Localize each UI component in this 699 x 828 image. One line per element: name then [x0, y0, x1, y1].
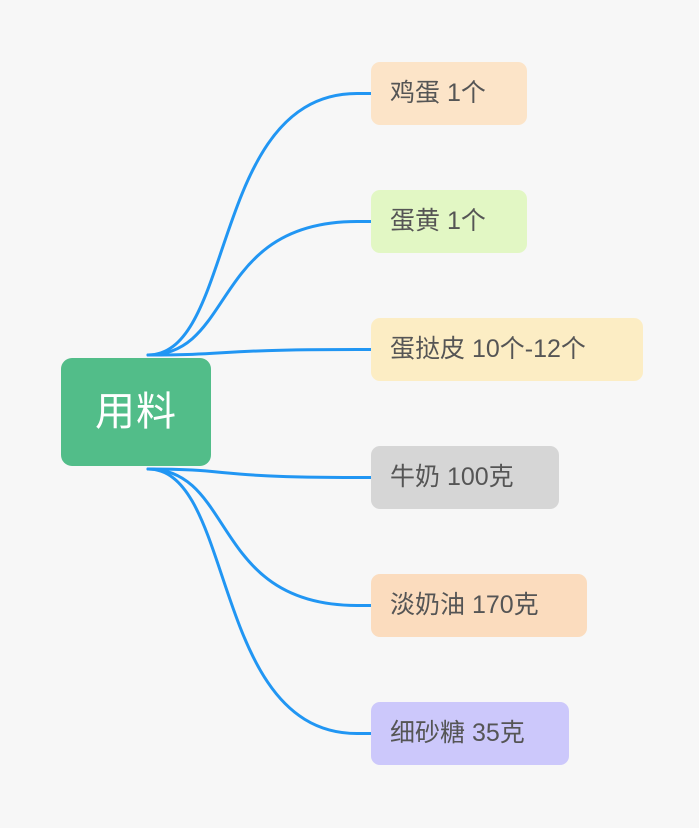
node-label: 鸡蛋 1个: [390, 79, 486, 107]
node-label: 蛋黄 1个: [390, 207, 486, 235]
node-label: 淡奶油 170克: [390, 591, 539, 619]
mindmap-node-sugar[interactable]: 细砂糖 35克: [371, 702, 569, 765]
mindmap-node-egg-yolk[interactable]: 蛋黄 1个: [371, 190, 527, 253]
node-label: 细砂糖 35克: [390, 719, 525, 747]
mindmap-node-cream[interactable]: 淡奶油 170克: [371, 574, 587, 637]
mindmap-connector: [146, 467, 375, 479]
mindmap-node-tart-shell[interactable]: 蛋挞皮 10个-12个: [371, 318, 643, 381]
mindmap-connector: [146, 92, 375, 357]
mindmap-connector: [146, 220, 375, 357]
root-node-label: 用料: [95, 390, 177, 434]
mindmap-connector: [146, 467, 375, 607]
node-label: 蛋挞皮 10个-12个: [390, 335, 586, 363]
mindmap-connector: [146, 467, 375, 735]
mindmap-node-egg[interactable]: 鸡蛋 1个: [371, 62, 527, 125]
mindmap-node-milk[interactable]: 牛奶 100克: [371, 446, 559, 509]
node-label: 牛奶 100克: [390, 463, 514, 491]
mindmap-root-node[interactable]: 用料: [61, 358, 211, 466]
mindmap-connector: [146, 348, 375, 357]
